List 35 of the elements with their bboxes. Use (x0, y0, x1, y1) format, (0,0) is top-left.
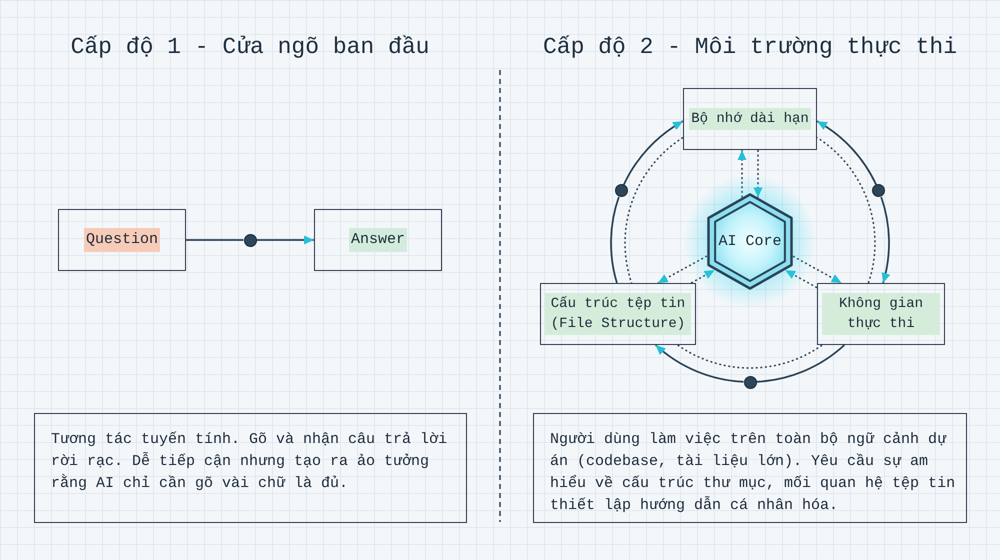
arc-line (756, 344, 845, 383)
highlighted-label: Question (84, 228, 160, 252)
description-text: Tương tác tuyến tính. Gõ và nhận câu trả lời rời rạc. Dễ tiếp cận nhưng tạo ra ảo tưởng rằng AI chỉ cần gõ vài chữ là đủ. (51, 430, 448, 494)
highlighted-label: Không gian thực thi (822, 293, 940, 335)
curved-arrow (655, 344, 744, 383)
section-heading: Cấp độ 1 - Cửa ngõ ban đầu (70, 33, 430, 61)
dotted-arrow (738, 150, 746, 198)
text-panel (34, 413, 467, 523)
process-box (683, 88, 817, 150)
dotted-arc-line (677, 344, 823, 369)
curved-arrow (880, 196, 890, 284)
highlighted-label: Cấu trúc tệp tin (File Structure) (545, 293, 691, 335)
hexagon-node (707, 193, 793, 290)
curved-arrow (816, 120, 878, 186)
dotted-arrow (754, 150, 762, 198)
highlighted-label: Bộ nhớ dài hạn (689, 108, 811, 130)
highlighted-label: Answer (348, 228, 407, 252)
dotted-arrow (792, 256, 842, 284)
dotted-arrow (784, 269, 818, 288)
dotted-arc-line (816, 136, 876, 284)
section-heading: Cấp độ 2 - Môi trường thực thi (542, 33, 958, 61)
dotted-arc-line (624, 136, 684, 284)
dotted-arrow (690, 269, 715, 284)
curved-arrow (622, 120, 684, 186)
dotted-arrow (657, 255, 708, 284)
connector-line (186, 239, 244, 241)
text-panel (533, 413, 967, 523)
process-box (817, 283, 945, 345)
arc-line (610, 196, 620, 284)
arrow (256, 236, 314, 244)
process-box (58, 209, 186, 271)
process-box (314, 209, 442, 271)
node-label: AI Core (718, 232, 782, 252)
process-box (540, 283, 696, 345)
description-text: Người dùng làm việc trên toàn bộ ngữ cảnh dự án (codebase, tài liệu lớn). Yêu cầu sự am hiểu về cấu trúc thư mục, mối quan hệ tệp tin thiết lập hướng dẫn cá nhân hóa. (550, 430, 956, 516)
